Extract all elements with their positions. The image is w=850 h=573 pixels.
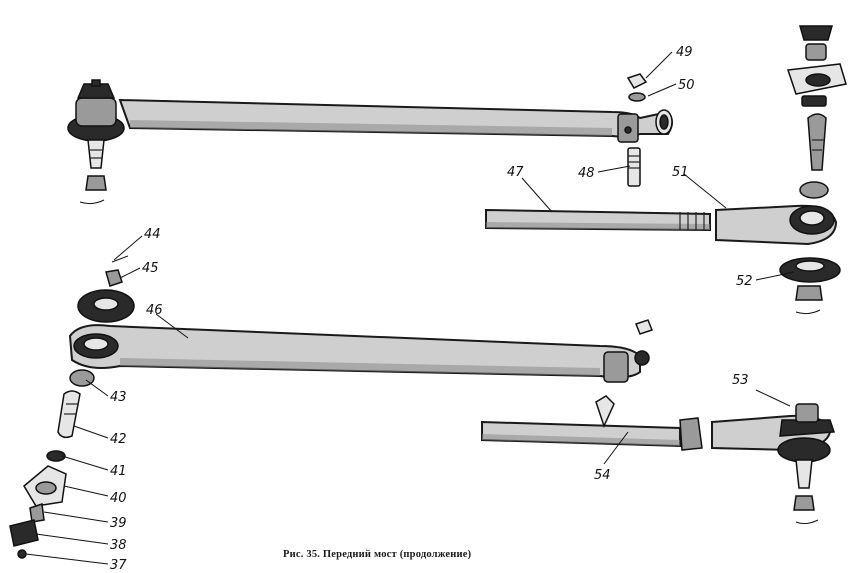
- callout-leaders: [25, 51, 795, 565]
- clamp-nut-washer-bolt: [626, 73, 648, 187]
- callout-38: 38: [110, 538, 127, 553]
- right-lower-rod-assembly: [481, 395, 836, 525]
- callout-53: 53: [732, 373, 749, 388]
- right-upper-rod-assembly: [485, 25, 847, 315]
- callout-48: 48: [578, 166, 595, 181]
- callout-42: 42: [110, 432, 127, 447]
- callout-44: 44: [144, 227, 161, 242]
- figure-caption: Рис. 35. Передний мост (продолжение): [283, 549, 472, 560]
- callout-37: 37: [110, 558, 127, 573]
- callout-52: 52: [736, 274, 753, 289]
- callout-47: 47: [507, 165, 524, 180]
- callout-51: 51: [672, 165, 689, 180]
- callout-54: 54: [594, 468, 611, 483]
- lower-tie-rod-assembly: [68, 255, 653, 383]
- callout-39: 39: [110, 516, 127, 531]
- callout-46: 46: [146, 303, 163, 318]
- left-ball-joint-stack: [9, 369, 95, 559]
- callout-40: 40: [110, 491, 127, 506]
- callout-49: 49: [676, 45, 693, 60]
- upper-tie-rod-assembly: [67, 79, 673, 205]
- callout-45: 45: [142, 261, 159, 276]
- callout-43: 43: [110, 390, 127, 405]
- callout-41: 41: [110, 464, 127, 479]
- callout-labels: 49 50 48 47 51 52 44 45 46 43 42 41 40 3…: [110, 45, 753, 573]
- callout-50: 50: [678, 78, 695, 93]
